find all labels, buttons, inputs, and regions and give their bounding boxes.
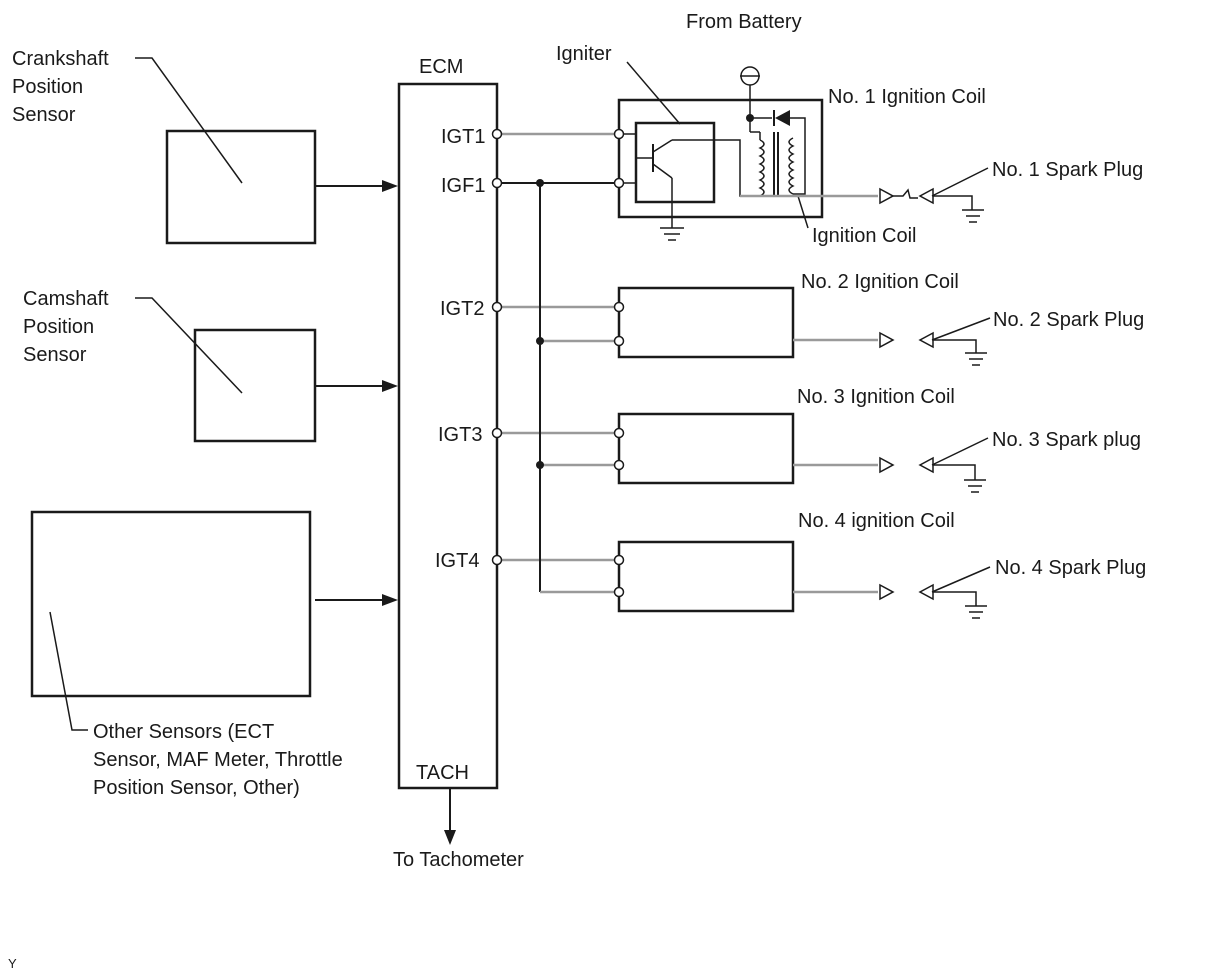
footer-mark: Y: [8, 956, 17, 971]
coil2-box: [617, 286, 795, 359]
coil4-box: [617, 540, 795, 613]
camshaft-label-line3: Sensor: [23, 344, 87, 366]
diode-symbol: [773, 110, 798, 126]
spark-plug-4-label: No. 4 Spark Plug: [995, 557, 1146, 579]
coil-1-label: No. 1 Ignition Coil: [828, 86, 986, 108]
spark-plug-3-label: No. 3 Spark plug: [992, 429, 1141, 451]
from-battery-label: From Battery: [686, 11, 802, 33]
secondary-winding: [788, 117, 806, 195]
ecm-label: ECM: [419, 56, 463, 78]
battery-terminal: [740, 66, 772, 133]
terminal-label-igt2: IGT2: [440, 298, 484, 320]
tach-label: TACH: [416, 762, 469, 784]
crankshaft-signal-arrow: [315, 180, 398, 192]
other-sensors-signal-arrow: [315, 594, 398, 606]
coil-terminal: [613, 427, 625, 439]
spark-plug-1-symbol: [740, 167, 989, 223]
other-sensors-label-line1: Other Sensors (ECT: [93, 721, 274, 743]
transistor-symbol: [619, 133, 714, 228]
coil-terminal: [613, 586, 625, 598]
camshaft-label-line2: Position: [23, 316, 94, 338]
camshaft-signal-arrow: [315, 380, 398, 392]
terminal-label-igt3: IGT3: [438, 424, 482, 446]
coil-terminal: [613, 128, 625, 140]
ecm-box: [397, 82, 499, 790]
igniter-leader: [626, 61, 681, 125]
camshaft-leader: [135, 297, 243, 394]
junction-dot: [536, 179, 544, 187]
spark-plug-2-label: No. 2 Spark Plug: [993, 309, 1144, 331]
spark-plug-1-label: No. 1 Spark Plug: [992, 159, 1143, 181]
ecm-terminal: [491, 554, 503, 566]
coil3-box: [617, 412, 795, 485]
coil-terminal: [613, 177, 625, 189]
coil-4-label: No. 4 ignition Coil: [798, 510, 955, 532]
coil-terminal: [613, 554, 625, 566]
camshaft-label-line1: Camshaft: [23, 288, 109, 310]
ground-symbol: [660, 227, 684, 241]
coil-terminal: [613, 301, 625, 313]
coil-2-label: No. 2 Ignition Coil: [801, 271, 959, 293]
crankshaft-label-line2: Position: [12, 76, 83, 98]
crankshaft-label-line1: Crankshaft: [12, 48, 109, 70]
coil-terminal: [613, 459, 625, 471]
ignition-coil-leader: [797, 195, 809, 229]
coil-terminal: [613, 335, 625, 347]
crankshaft-sensor-box: [165, 129, 317, 245]
other-sensors-leader: [49, 611, 88, 731]
coil-3-label: No. 3 Ignition Coil: [797, 386, 955, 408]
terminal-label-igt4: IGT4: [435, 550, 479, 572]
ecm-terminal: [491, 128, 503, 140]
other-sensors-label-line3: Position Sensor, Other): [93, 777, 300, 799]
spark-plug-3-symbol: [793, 437, 989, 493]
other-sensors-label-line2: Sensor, MAF Meter, Throttle: [93, 749, 343, 771]
camshaft-sensor-box: [193, 328, 317, 443]
junction-dot: [536, 461, 544, 469]
spark-plug-4-symbol: [793, 566, 991, 619]
terminal-label-igf1: IGF1: [441, 175, 485, 197]
crankshaft-label-line3: Sensor: [12, 104, 76, 126]
ecm-terminal: [491, 427, 503, 439]
to-tachometer-label: To Tachometer: [393, 849, 524, 871]
junction-dot: [536, 337, 544, 345]
terminal-label-igt1: IGT1: [441, 126, 485, 148]
ecm-terminal: [491, 301, 503, 313]
igniter-box: [634, 121, 716, 204]
tach-output-arrow: [444, 788, 456, 845]
other-sensors-box: [30, 510, 312, 698]
ignition-coil-label: Ignition Coil: [812, 225, 917, 247]
crankshaft-leader: [135, 57, 243, 184]
ecm-terminal: [491, 177, 503, 189]
igniter-label: Igniter: [556, 43, 612, 65]
spark-plug-2-symbol: [793, 317, 991, 366]
